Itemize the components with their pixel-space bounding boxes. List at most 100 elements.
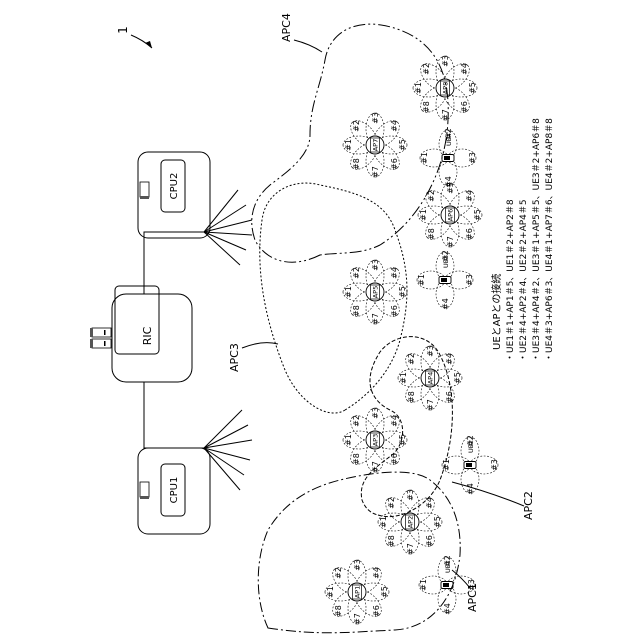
ap5-label: AP5 — [372, 286, 380, 299]
fanout-line — [204, 232, 240, 265]
sector-label: #4 — [460, 63, 469, 75]
sector-label: #7 — [353, 613, 362, 625]
sector-label: #6 — [445, 391, 454, 403]
sector-label: #5 — [380, 586, 389, 598]
ap1-label: AP1 — [354, 586, 362, 599]
apc1-label: APC1 — [466, 583, 479, 612]
ap-clusters: #1#2#3#4#5#6#7#8AP1#1#2#3#4#5#6#7#8AP2#1… — [325, 55, 482, 625]
sector-label: #3 — [406, 489, 415, 501]
ap4-label: AP4 — [427, 372, 435, 385]
ap2-label: AP2 — [407, 516, 415, 529]
sector-label: #3 — [371, 407, 380, 419]
ue4-phone-screen — [444, 156, 450, 160]
sector-label: #4 — [465, 190, 474, 202]
ric-server-icon — [90, 328, 111, 348]
sector-label: #3 — [371, 259, 380, 271]
sector-label: #4 — [466, 483, 475, 495]
sector-label: #2 — [422, 63, 431, 75]
ric-cpu2-link — [144, 232, 204, 294]
sector-label: #1 — [419, 209, 428, 221]
sector-label: #1 — [419, 579, 428, 591]
ap6-label: AP6 — [447, 209, 455, 222]
sector-label: #5 — [398, 434, 407, 446]
sector-label: #1 — [420, 152, 429, 164]
sector-label: #8 — [407, 391, 416, 403]
ap3-cluster: #1#2#3#4#5#6#7#8AP3 — [343, 407, 407, 473]
ue2-label: UE2 — [467, 440, 475, 453]
ap7-cluster: #1#2#3#4#5#6#7#8AP7 — [343, 112, 407, 178]
cpu2-fanout-lines — [204, 190, 252, 265]
figure-ref-arrowhead — [145, 41, 152, 48]
legend-line-2: ・UE2＃4+AP2＃4、UE2＃2+AP4＃5 — [518, 199, 529, 362]
sector-label: #5 — [468, 82, 477, 94]
sector-label: #1 — [344, 139, 353, 151]
sector-label: #7 — [371, 166, 380, 178]
apc3-boundary — [260, 183, 407, 413]
cpu1-server-icon — [140, 482, 149, 499]
cpu1-ric-link — [144, 382, 204, 448]
ap2-cluster: #1#2#3#4#5#6#7#8AP2 — [378, 489, 442, 555]
sector-label: #1 — [379, 516, 388, 528]
cpu2-server-icon — [140, 182, 149, 199]
sector-label: #5 — [398, 286, 407, 298]
sector-label: #3 — [490, 459, 499, 471]
apc4-label: APC4 — [280, 13, 293, 42]
apc3-leader — [242, 343, 278, 348]
sector-label: #2 — [334, 567, 343, 579]
ue3-label: UE3 — [442, 255, 450, 268]
figure-ref-number: 1 — [116, 26, 130, 34]
sector-label: #4 — [443, 603, 452, 615]
legend-line-4: ・UE4＃3+AP6＃3、UE4＃1+AP7＃6、UE4＃2+AP8＃8 — [544, 118, 555, 362]
ue1-phone-screen — [443, 583, 449, 587]
sector-label: #5 — [473, 209, 482, 221]
sector-label: #4 — [390, 267, 399, 279]
sector-label: #3 — [371, 112, 380, 124]
ap3-label: AP3 — [372, 434, 380, 447]
sector-label: #8 — [334, 605, 343, 617]
ap1-cluster: #1#2#3#4#5#6#7#8AP1 — [325, 559, 389, 625]
sector-label: #6 — [425, 535, 434, 547]
sector-label: #8 — [352, 305, 361, 317]
sector-label: #2 — [407, 353, 416, 365]
sector-label: #2 — [352, 415, 361, 427]
apc3-label: APC3 — [228, 343, 241, 372]
sector-label: #6 — [390, 158, 399, 170]
sector-label: #7 — [446, 236, 455, 248]
legend-line-3: ・UE3＃4+AP4＃2、UE3＃1+AP5＃5、UE3＃2+AP6＃8 — [531, 118, 542, 362]
cpu1-node: CPU1 — [138, 448, 210, 534]
connection-legend: UEとAPとの接続 ・UE1＃1+AP1＃5、UE1＃2+AP2＃8 ・UE2＃… — [490, 118, 555, 362]
sector-label: #3 — [468, 152, 477, 164]
fanout-line — [204, 220, 252, 232]
sector-label: #7 — [371, 313, 380, 325]
apc4-leader — [294, 40, 322, 52]
ap6-cluster: #1#2#3#4#5#6#7#8AP6 — [418, 182, 482, 248]
sector-label: #7 — [406, 543, 415, 555]
sector-label: #7 — [426, 399, 435, 411]
ap5-cluster: #1#2#3#4#5#6#7#8AP5 — [343, 259, 407, 325]
ue1-label: UE1 — [444, 560, 452, 573]
sector-label: #3 — [353, 559, 362, 571]
ric-label: RIC — [141, 326, 154, 345]
sector-label: #4 — [425, 497, 434, 509]
sector-label: #3 — [426, 345, 435, 357]
sector-label: #8 — [352, 453, 361, 465]
ap8-cluster: #1#2#3#4#5#6#7#8AP8 — [413, 55, 477, 121]
sector-label: #2 — [352, 120, 361, 132]
ap7-label: AP7 — [372, 139, 380, 152]
figure-body: 1 RIC CPU1 — [90, 13, 555, 633]
sector-label: #8 — [387, 535, 396, 547]
sector-label: #6 — [372, 605, 381, 617]
sector-label: #6 — [390, 305, 399, 317]
sector-label: #7 — [371, 461, 380, 473]
sector-label: #4 — [444, 176, 453, 188]
sector-label: #1 — [414, 82, 423, 94]
sector-label: #8 — [427, 228, 436, 240]
sector-label: #4 — [441, 298, 450, 310]
sector-label: #3 — [465, 274, 474, 286]
sector-label: #1 — [326, 586, 335, 598]
cpu1-label: CPU1 — [169, 477, 180, 504]
apc1-boundary — [258, 472, 460, 633]
sector-label: #5 — [453, 372, 462, 384]
sector-label: #4 — [445, 353, 454, 365]
ric-node: RIC — [90, 286, 192, 382]
